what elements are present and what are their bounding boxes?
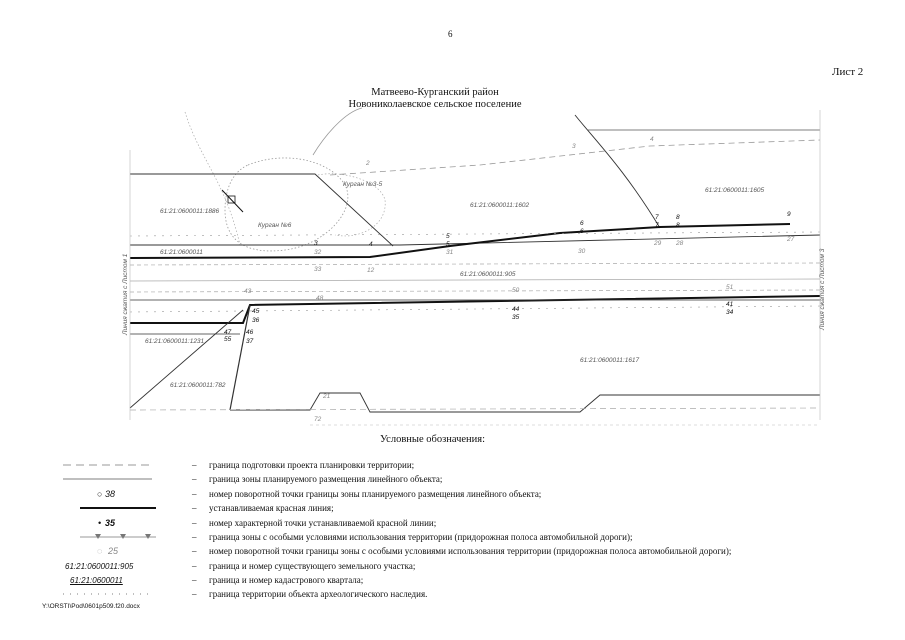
district-title: Матвеево-Курганский район <box>371 87 499 98</box>
legend-row-red-line-point: • 35 – номер характерной точки устанавли… <box>98 518 437 528</box>
parcel-1602-boundary <box>574 114 661 229</box>
parcel-782-boundary <box>129 309 244 409</box>
legend-row-archaeology: – граница территории объекта археологиче… <box>40 588 880 601</box>
parcel-label-1605: 61:21:0600011:1605 <box>705 187 765 194</box>
legend-row-land-plot: 61:21:0600011:905 – граница и номер суще… <box>65 561 416 571</box>
legend-row-special-zone-point: ◌ 25 – номер поворотной точки границы зо… <box>97 546 732 556</box>
edge-label-left: Линия сжатия с Листом 1 <box>122 253 129 336</box>
point-3-top: 3 <box>572 143 576 150</box>
parcel-label-1231: 61:21:0600011:1231 <box>145 338 205 345</box>
parcel-label-905: 61:21:0600011:905 <box>460 271 516 278</box>
triangle-line-symbol <box>80 534 156 539</box>
point-2: 2 <box>365 160 370 167</box>
red-line-symbol <box>80 507 156 509</box>
quarter-label-upper: 61:21:0600011 <box>160 249 203 256</box>
dotted-circle-icon: ◌ <box>97 546 103 556</box>
legend-row-quarter: 61:21:0600011 – граница и номер кадастро… <box>70 575 364 585</box>
edge-label-right: Линия сжатия с Листом 3 <box>819 248 826 331</box>
point-55: 55 <box>224 336 232 343</box>
parcel-1617-left-boundary <box>229 304 251 411</box>
point-7: 7 <box>655 214 659 221</box>
zone-line-symbol <box>63 478 152 480</box>
kurgan-label-3-5: Курган №3-5 <box>343 181 383 188</box>
point-9: 9 <box>787 211 791 218</box>
dotted-line-symbol <box>63 593 152 595</box>
point-31: 31 <box>446 249 454 256</box>
point-32: 32 <box>314 249 322 256</box>
point-4: 4 <box>369 241 373 248</box>
planning-boundary-top <box>329 139 821 176</box>
parcel-1617-bottom-boundary <box>230 392 820 413</box>
point-50: 50 <box>512 287 520 294</box>
page-number: 6 <box>448 29 453 39</box>
parcel-label-1602: 61:21:0600011:1602 <box>470 202 530 209</box>
dot-point-icon: • <box>98 518 102 528</box>
point-46: 46 <box>246 329 254 336</box>
point-c5: 5 <box>446 241 450 248</box>
road-strip-line-1 <box>129 262 821 266</box>
kurgan-zone-outer <box>184 111 241 246</box>
point-c6: 6 <box>580 228 584 235</box>
legend-row-red-line: – устанавливаемая красная линия; <box>40 502 880 515</box>
parcel-label-1886: 61:21:0600011:1886 <box>160 208 220 215</box>
point-48: 48 <box>316 295 324 302</box>
point-51: 51 <box>726 284 734 291</box>
parcel-label-782: 61:21:0600011:782 <box>170 382 226 389</box>
point-29: 29 <box>653 240 662 247</box>
kurgan-marker-icon <box>221 189 244 213</box>
point-30: 30 <box>578 248 586 255</box>
legend-title: Условные обозначения: <box>380 434 486 445</box>
road-strip-line-3 <box>129 289 821 293</box>
kurgan-label-6: Курган №6 <box>258 222 292 229</box>
point-28: 28 <box>675 240 684 247</box>
point-4-top: 4 <box>650 136 654 143</box>
point-33: 33 <box>314 266 322 273</box>
road-strip-line-2 <box>129 278 821 282</box>
point-c7: 7 <box>655 222 659 229</box>
kurgan-zone-6 <box>224 157 349 252</box>
red-line-lower <box>130 295 821 324</box>
point-36: 36 <box>252 317 260 324</box>
roadside-zone-upper <box>129 231 821 237</box>
parcel-label-1617: 61:21:0600011:1617 <box>580 357 640 364</box>
point-21: 21 <box>322 393 331 400</box>
point-37: 37 <box>246 338 254 345</box>
quarter-boundary-top <box>130 234 821 246</box>
parcel-1886-boundary <box>130 173 394 247</box>
settlement-title: Новониколаевское сельское поселение <box>348 99 522 110</box>
point-12: 12 <box>367 267 375 274</box>
point-8: 8 <box>676 214 680 221</box>
point-43: 43 <box>244 288 252 295</box>
point-27: 27 <box>786 236 795 243</box>
dashed-line-symbol <box>63 464 152 466</box>
point-35: 35 <box>512 314 520 321</box>
point-5: 5 <box>446 233 450 240</box>
red-line-upper <box>129 223 791 259</box>
point-3: 3 <box>314 240 318 247</box>
point-72: 72 <box>314 416 322 423</box>
sheet-label: Лист 2 <box>832 66 864 78</box>
point-6: 6 <box>580 220 584 227</box>
quarter-boundary-curve <box>312 107 363 156</box>
point-45: 45 <box>252 308 260 315</box>
point-44: 44 <box>512 306 520 313</box>
point-41: 41 <box>726 301 734 308</box>
file-path-footer: Y:\ORSTI\Pod\0601p509.f20.docx <box>42 603 140 610</box>
point-c8: 8 <box>676 222 680 229</box>
point-47: 47 <box>224 329 232 336</box>
planning-boundary-bottom <box>129 407 821 411</box>
legend-row-zone-point: ○ 38 – номер поворотной точки границы зо… <box>97 489 542 499</box>
legend-row-special-zone: – граница зоны с особыми условиями испол… <box>40 531 880 544</box>
cadastral-plan-map: 61:21:0600011:1886 61:21:0600011:1602 61… <box>122 107 826 426</box>
point-34: 34 <box>726 309 734 316</box>
roadside-zone-lower <box>129 305 821 313</box>
legend-row-zone-boundary: – граница зоны планируемого размещения л… <box>40 473 880 486</box>
circle-point-icon: ○ <box>97 489 103 499</box>
legend-row-planning-boundary: – граница подготовки проекта планировки … <box>40 459 880 472</box>
